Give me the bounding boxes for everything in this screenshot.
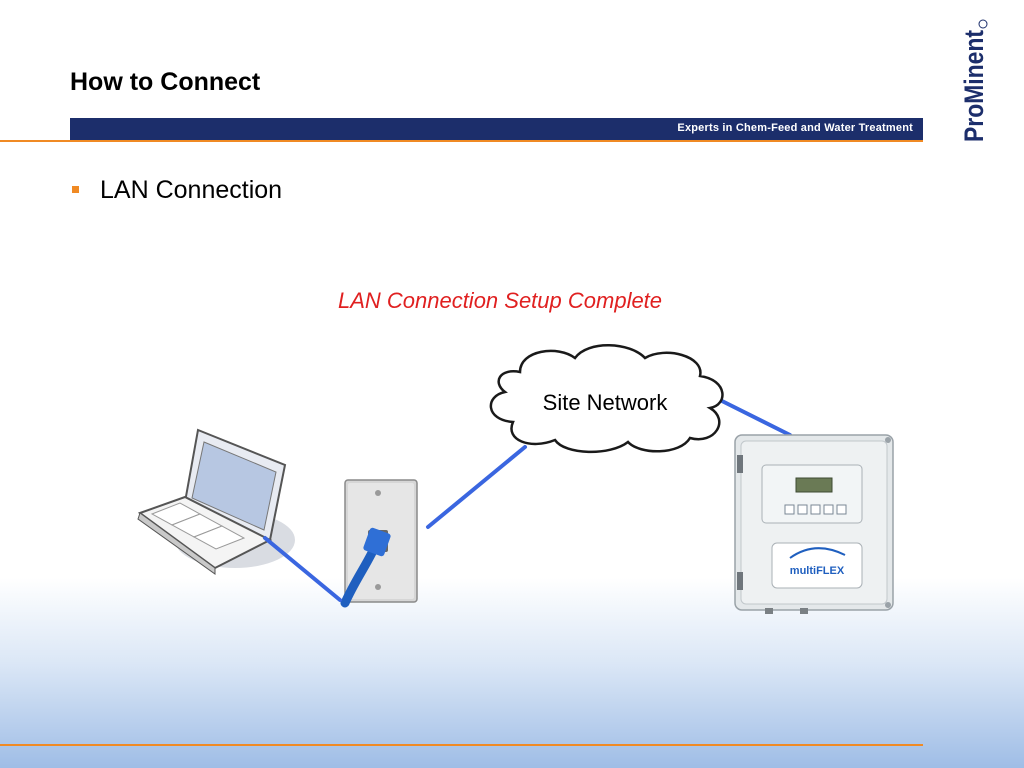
status-message: LAN Connection Setup Complete [337, 288, 663, 313]
laptop-icon [137, 428, 287, 575]
registered-mark-icon [978, 19, 988, 29]
line-cloud-to-controller [718, 398, 792, 437]
multiflex-controller-icon: multiFLEX [734, 434, 894, 614]
footer-divider [0, 744, 923, 746]
header-bar: Experts in Chem-Feed and Water Treatment [70, 118, 923, 140]
cloud-icon [489, 344, 724, 454]
header-tagline: Experts in Chem-Feed and Water Treatment [677, 122, 913, 134]
connection-lines [263, 398, 792, 602]
cloud-label: Site Network [542, 390, 668, 415]
bullet-square-icon [72, 186, 79, 193]
slide-title: How to Connect [70, 68, 261, 96]
cable-connector [363, 527, 391, 557]
brand-logo: ProMinent [959, 19, 989, 142]
bullet-item: LAN Connection [100, 176, 283, 204]
line-wall-to-cloud [426, 445, 527, 529]
header-divider [0, 140, 923, 142]
line-laptop-to-wall [263, 536, 342, 602]
controller-brand-label: multiFLEX [790, 565, 845, 577]
brand-logo-text: ProMinent [959, 30, 989, 142]
